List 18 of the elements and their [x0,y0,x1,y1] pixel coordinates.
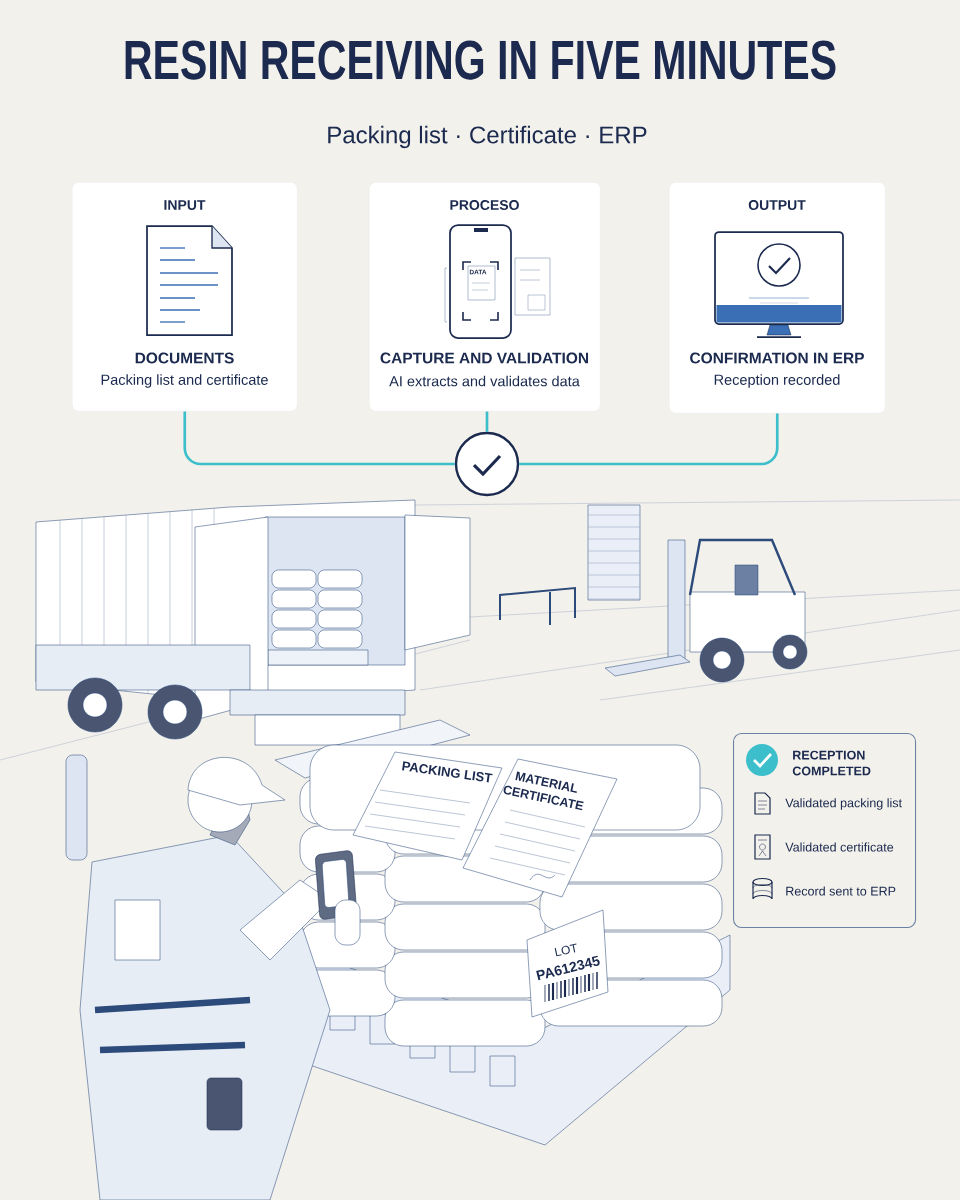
panel-heading: RECEPTION COMPLETED [792,750,871,776]
card-subtitle: Reception recorded [714,374,840,388]
document-title: PACKING LIST [402,761,493,783]
card-subtitle: Packing list and certificate [101,374,268,388]
card-title: CAPTURE AND VALIDATION [380,352,588,364]
card-subtitle: AI extracts and validates data [389,375,580,387]
checklist-item: Validated certificate [785,842,894,852]
card-title: CONFIRMATION IN ERP [690,352,864,364]
checklist-item: Validated packing list [785,798,902,810]
card-heading: PROCESO [450,200,519,210]
card-heading: OUTPUT [748,200,806,210]
card-title: DOCUMENTS [135,352,234,364]
subtitle: Packing list · Certificate · ERP [328,125,647,149]
checklist-item: Record sent to ERP [786,886,896,896]
lot-label: LOT [554,943,577,957]
title: RESIN RECEIVING IN FIVE MINUTES [125,40,836,80]
check-circle [454,431,520,497]
card-heading: INPUT [164,200,206,210]
